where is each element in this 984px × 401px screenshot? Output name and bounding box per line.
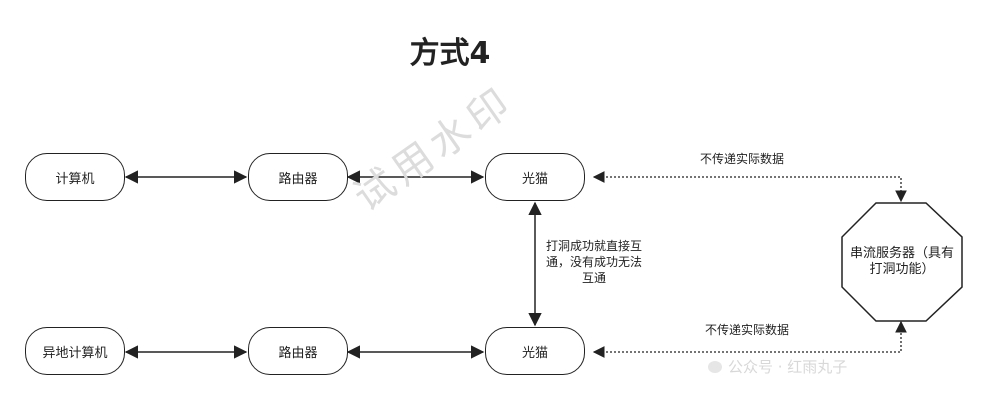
node-router-top: 路由器: [248, 153, 348, 201]
relay-server-shape: [841, 202, 963, 322]
label-vertical: 打洞成功就直接互通，没有成功无法互通: [546, 239, 643, 285]
wechat-icon: [708, 361, 722, 373]
label-bottom-dotted: 不传递实际数据: [705, 323, 790, 337]
node-modem-top: 光猫: [485, 153, 585, 201]
node-router-bottom: 路由器: [248, 327, 348, 375]
node-relay-server-label: 串流服务器（具有打洞功能）: [849, 246, 954, 277]
node-remote-computer: 异地计算机: [25, 327, 125, 375]
node-computer: 计算机: [25, 153, 125, 201]
footer-watermark: 公众号 · 红雨丸子: [728, 358, 848, 376]
node-modem-bottom: 光猫: [485, 327, 585, 375]
edge-modem-top-relay: [592, 171, 907, 203]
diagram-title: 方式4: [409, 36, 491, 71]
label-top-dotted: 不传递实际数据: [700, 152, 785, 166]
